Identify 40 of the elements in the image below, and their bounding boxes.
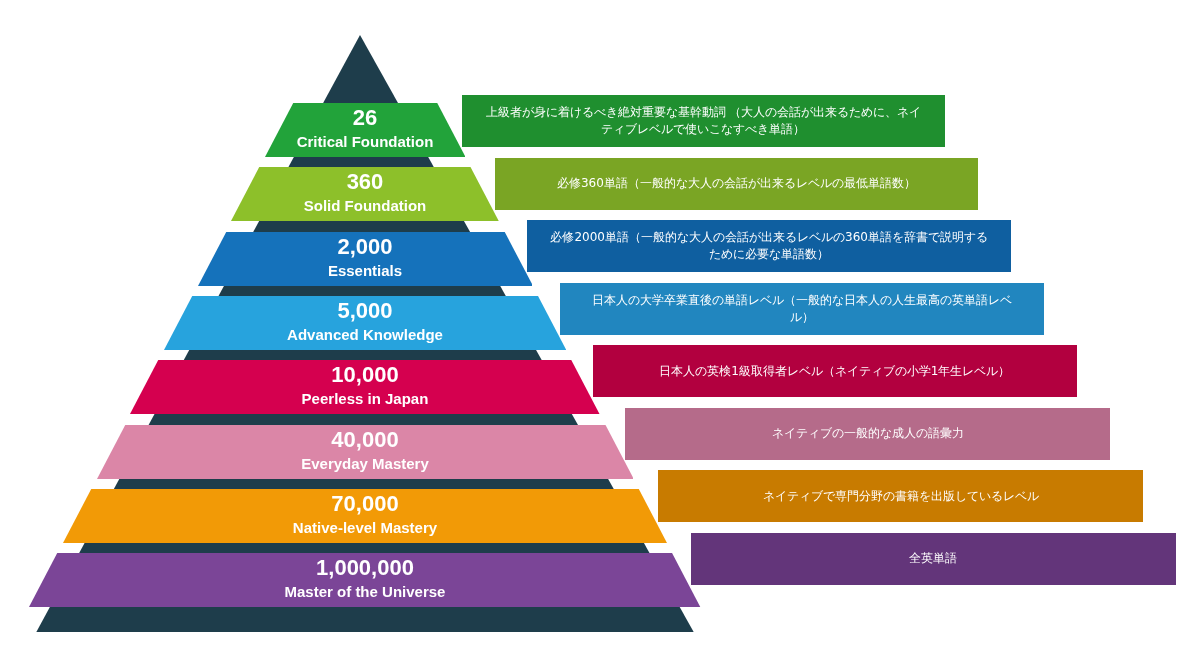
description-text: 必修2000単語（一般的な大人の会話が出来るレベルの360単語を辞書で説明するために必要な単語数） [549, 229, 989, 263]
pyramid-tier [163, 295, 567, 350]
description-text: 日本人の大学卒業直後の単語レベル（一般的な日本人の人生最高の英単語レベル） [591, 291, 1013, 326]
description-bar [690, 532, 1176, 585]
tier-number: 1,000,000 [315, 555, 415, 582]
tier-number: 5,000 [336, 297, 394, 324]
pyramid-tier [29, 553, 701, 608]
tier-name: Critical Foundation [295, 132, 435, 152]
tier-number: 10,000 [330, 362, 400, 389]
description-text: 全英単語 [909, 550, 958, 567]
tier-name: Essentials [326, 260, 404, 281]
tier-name: Everyday Mastery [300, 453, 430, 474]
description-text: 必修360単語（一般的な大人の会話が出来るレベルの最低単語数） [556, 175, 916, 192]
description-bar [527, 220, 1011, 272]
tier-number: 40,000 [330, 426, 400, 453]
pyramid-tier [197, 231, 533, 286]
pyramid-tier [96, 424, 634, 479]
description-bar [625, 407, 1110, 460]
tier-name: Advanced Knowledge [286, 324, 444, 345]
description-text: 上級者が身に着けるべき絶対重要な基幹動詞 （大人の会話が出来るために、ネイティブレベルで使いこなすべき単語） [484, 104, 923, 138]
tier-number: 360 [345, 169, 385, 196]
description-bar [560, 282, 1044, 335]
tier-name: Solid Foundation [302, 196, 428, 217]
pyramid-tier [63, 488, 667, 543]
pyramid-tier [231, 167, 499, 222]
description-bar [494, 157, 978, 210]
tier-name: Native-level Mastery [291, 517, 439, 538]
tier-number: 26 [351, 105, 379, 131]
description-text: ネイティブの一般的な成人の語彙力 [771, 425, 964, 442]
tier-name: Master of the Universe [283, 582, 447, 603]
description-bar [462, 95, 945, 147]
description-text: ネイティブで専門分野の書籍を出版しているレベル [762, 487, 1039, 505]
tier-number: 2,000 [336, 233, 394, 260]
description-bar [592, 345, 1077, 397]
tier-number: 70,000 [330, 490, 400, 517]
tier-name: Peerless in Japan [300, 389, 430, 410]
pyramid-tier [264, 103, 466, 157]
pyramid-tier [130, 360, 600, 415]
description-bar [658, 470, 1143, 522]
description-text: 日本人の英検1級取得者レベル（ネイティブの小学1年生レベル） [659, 362, 1011, 380]
